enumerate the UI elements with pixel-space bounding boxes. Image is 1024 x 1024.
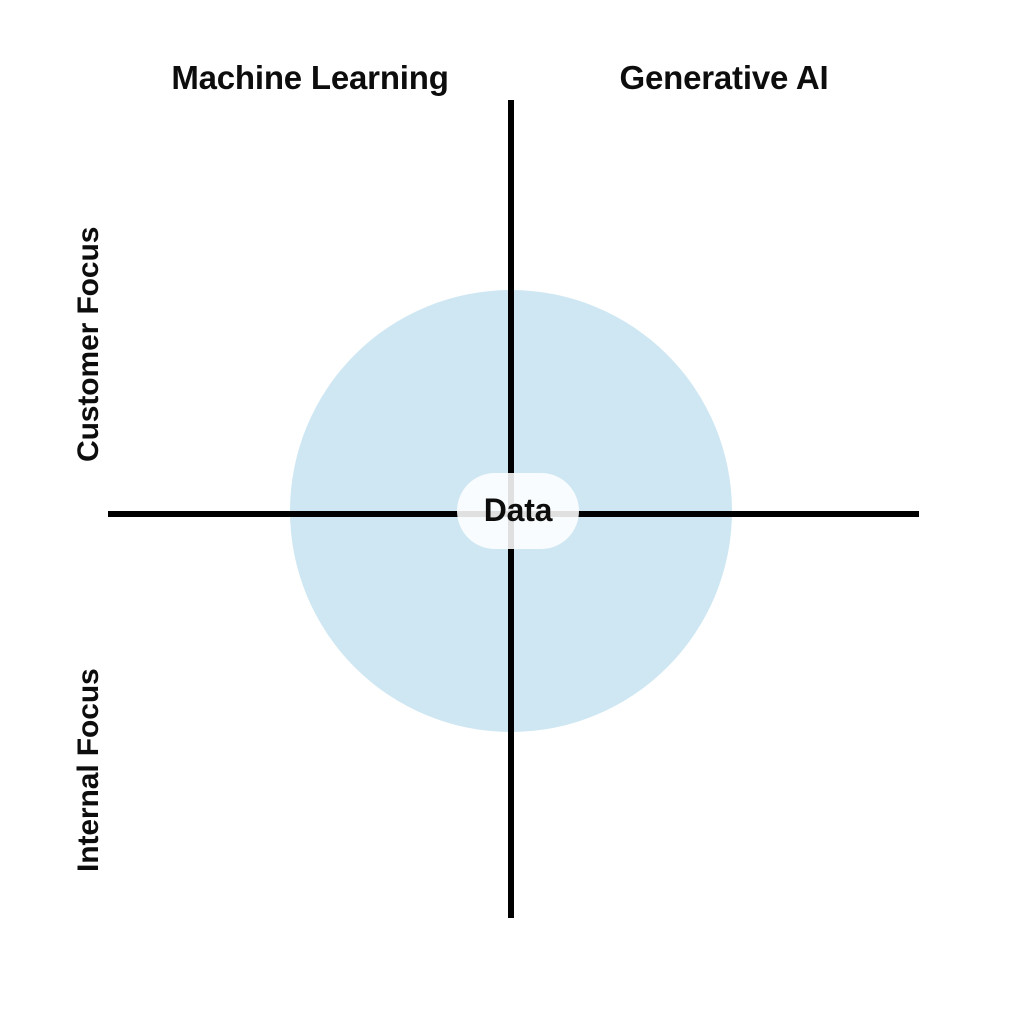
quadrant-label-generative-ai: Generative AI — [619, 59, 829, 96]
axis-label-customer-focus: Customer Focus — [72, 226, 105, 462]
center-data-label: Data — [483, 492, 553, 528]
quadrant-label-machine-learning: Machine Learning — [171, 59, 449, 96]
axis-label-internal-focus: Internal Focus — [72, 668, 105, 872]
center-data-pill: Data — [457, 473, 579, 549]
